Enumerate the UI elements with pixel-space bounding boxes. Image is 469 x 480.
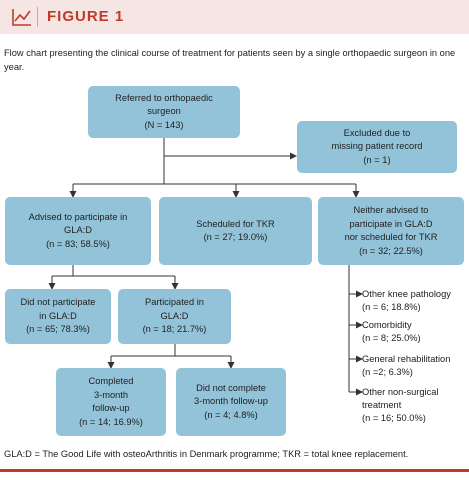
node-neither: Neither advised to participate in GLA:D …: [318, 197, 464, 265]
node-neither-line-2: participate in GLA:D: [349, 218, 433, 229]
node-completed-line-1: Completed: [88, 376, 134, 386]
side-item-2-label: Comorbidity: [362, 320, 412, 330]
node-referred-line-2: surgeon: [147, 106, 181, 117]
figure-header: FIGURE 1: [0, 0, 469, 34]
node-neither-line-4: (n = 32; 22.5%): [359, 245, 423, 256]
node-completed-line-3: follow-up: [92, 403, 130, 413]
node-completed-line-4: (n = 14; 16.9%): [79, 416, 143, 427]
node-participated-line-2: GLA:D: [160, 310, 189, 321]
node-advised-line-1: Advised to participate in: [28, 211, 128, 222]
side-item-3-value: (n =2; 6.3%): [362, 367, 413, 377]
node-referred-line-3: (N = 143): [144, 119, 184, 130]
node-excluded-line-3: (n = 1): [363, 154, 391, 165]
node-not-completed: Did not complete 3-month follow-up (n = …: [176, 368, 286, 436]
node-participated-line-3: (n = 18; 21.7%): [142, 324, 207, 335]
side-item-comorbidity: Comorbidity (n = 8; 25.0%): [362, 319, 421, 345]
figure-footnote: GLA:D = The Good Life with osteoArthriti…: [4, 449, 409, 459]
node-neither-line-3: nor scheduled for TKR: [344, 232, 438, 242]
side-item-knee-pathology: Other knee pathology (n = 6; 18.8%): [362, 288, 451, 314]
node-not-completed-line-1: Did not complete: [196, 382, 266, 393]
side-item-4-label-1: Other non-surgical: [362, 387, 439, 397]
side-item-1-value: (n = 6; 18.8%): [362, 302, 421, 312]
side-item-3-label: General rehabilitation: [362, 354, 451, 364]
bottom-rule: [0, 469, 469, 472]
node-excluded-line-2: missing patient record: [331, 141, 423, 152]
node-excluded: Excluded due to missing patient record (…: [297, 121, 457, 173]
figure-caption: Flow chart presenting the clinical cours…: [4, 48, 456, 72]
node-not-participate-line-2: in GLA:D: [39, 310, 77, 321]
node-participated-line-1: Participated in: [145, 297, 204, 308]
side-item-general-rehabilitation: General rehabilitation (n =2; 6.3%): [362, 353, 450, 379]
node-neither-line-1: Neither advised to: [353, 205, 429, 215]
node-advised-line-2: GLA:D: [64, 225, 92, 236]
node-not-participate-line-3: (n = 65; 78.3%): [26, 324, 90, 335]
node-not-completed-line-2: 3-month follow-up: [194, 396, 268, 407]
side-item-1-label: Other knee pathology: [362, 289, 451, 299]
node-tkr-line-1: Scheduled for TKR: [196, 218, 275, 229]
node-excluded-line-1: Excluded due to: [343, 127, 411, 138]
line-chart-icon: [12, 9, 31, 26]
node-referred-line-1: Referred to orthopaedic: [115, 92, 213, 103]
side-item-other-non-surgical: Other non-surgical treatment (n = 16; 50…: [362, 386, 438, 425]
node-participated: Participated in GLA:D (n = 18; 21.7%): [118, 289, 231, 344]
side-item-4-label-2: treatment: [362, 400, 402, 410]
node-tkr-line-2: (n = 27; 19.0%): [203, 232, 268, 242]
figure-title: FIGURE 1: [47, 8, 125, 25]
node-referred: Referred to orthopaedic surgeon (N = 143…: [88, 86, 240, 138]
node-completed: Completed 3-month follow-up (n = 14; 16.…: [56, 368, 166, 436]
node-tkr: Scheduled for TKR (n = 27; 19.0%): [159, 197, 312, 265]
node-not-participate: Did not participate in GLA:D (n = 65; 78…: [5, 289, 111, 344]
node-not-completed-line-3: (n = 4; 4.8%): [204, 409, 258, 420]
side-item-2-value: (n = 8; 25.0%): [362, 333, 421, 343]
header-divider: [37, 7, 38, 27]
node-not-participate-line-1: Did not participate: [20, 297, 96, 308]
node-advised-line-3: (n = 83; 58.5%): [46, 238, 110, 249]
node-advised: Advised to participate in GLA:D (n = 83;…: [5, 197, 151, 265]
side-item-4-value: (n = 16; 50.0%): [362, 413, 426, 423]
node-completed-line-2: 3-month: [93, 389, 129, 400]
